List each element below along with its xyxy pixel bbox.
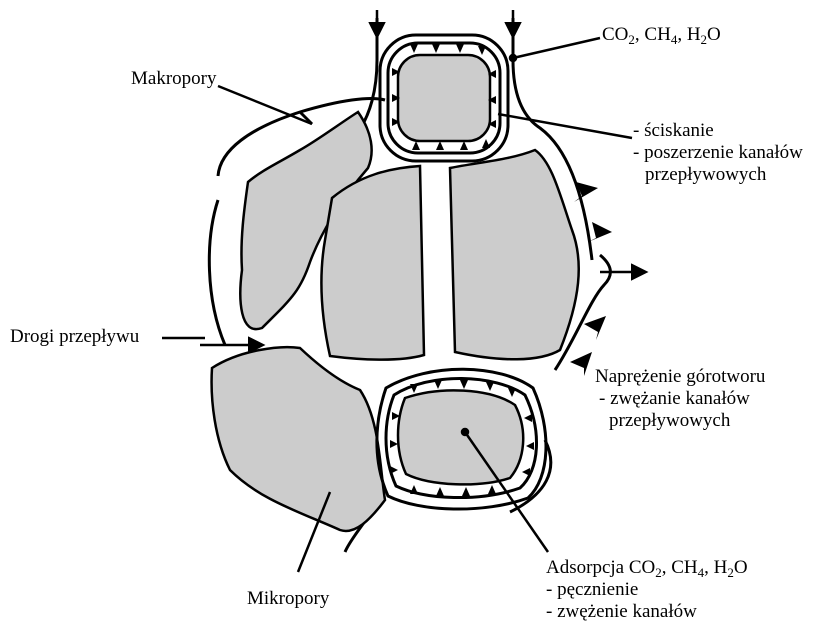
stress-title: Naprężenie górotworu: [595, 366, 765, 388]
stress-item-2: przepływowych: [595, 410, 765, 432]
adsorption-label: Adsorpcja CO2, CH4, H2O - pęcznienie - z…: [546, 557, 748, 623]
adsorption-title: Adsorpcja CO2, CH4, H2O: [546, 557, 748, 579]
grain-center: [321, 166, 424, 360]
compression-label: - ściskanie - poszerzenie kanałów przepł…: [633, 120, 803, 186]
mikropory-label: Mikropory: [247, 588, 329, 610]
grain-top-square: [398, 55, 490, 141]
stress-label: Naprężenie górotworu - zwężanie kanałów …: [595, 366, 765, 432]
compression-item-1: - ściskanie: [633, 120, 803, 142]
compression-item-2: - poszerzenie kanałów: [633, 142, 803, 164]
stress-item-1: - zwężanie kanałów: [595, 388, 765, 410]
grain-bottom: [398, 390, 523, 484]
compression-item-3: przepływowych: [633, 164, 803, 186]
grain-right: [450, 150, 579, 359]
makropory-label: Makropory: [131, 68, 216, 90]
adsorption-item-2: - zwężenie kanałów: [546, 601, 748, 623]
gas-label-top: CO2, CH4, H2O: [602, 24, 721, 46]
adsorption-item-1: - pęcznienie: [546, 579, 748, 601]
drogi-label: Drogi przepływu: [10, 326, 139, 348]
grain-lower-left: [212, 347, 385, 531]
